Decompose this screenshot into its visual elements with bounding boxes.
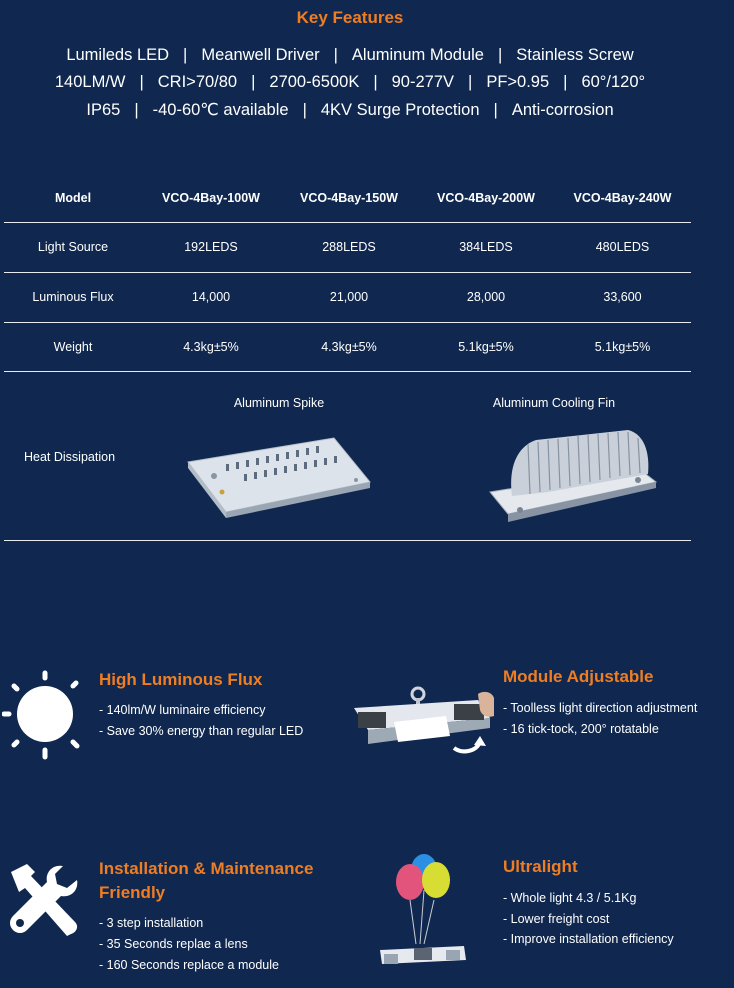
table-cell: 14,000 — [191, 290, 231, 304]
feature-text: Stainless Screw — [516, 46, 634, 64]
table-row: Light Source 192LEDS 288LEDS 384LEDS 480… — [4, 222, 691, 272]
sun-icon — [2, 670, 80, 760]
feature-text: 60°/120° — [581, 73, 646, 91]
features-line-2: 140LM/W|CRI>70/80|2700-6500K|90-277V|PF>… — [54, 73, 646, 91]
features-line-1: Lumileds LED|Meanwell Driver|Aluminum Mo… — [66, 46, 634, 64]
table-cell: 5.1kg±5% — [458, 340, 514, 354]
feature-text: IP65 — [86, 101, 121, 119]
ultralight-item: - Whole light 4.3 / 5.1Kg — [503, 891, 637, 905]
table-cell: 33,600 — [603, 290, 642, 304]
balloons-icon — [380, 854, 466, 964]
high-luminous-flux-title: High Luminous Flux — [99, 670, 263, 689]
install-item: - 3 step installation — [99, 916, 204, 930]
table-cell: 480LEDS — [595, 240, 650, 254]
table-header-row: Model VCO-4Bay-100W VCO-4Bay-150W VCO-4B… — [4, 173, 691, 223]
divider — [4, 371, 691, 372]
divider — [4, 272, 691, 273]
ultralight-item: - Lower freight cost — [503, 912, 610, 926]
feature-text: -40-60℃ available — [152, 101, 289, 119]
module-adjustable-title: Module Adjustable — [503, 667, 654, 686]
feature-text: Anti-corrosion — [511, 101, 614, 119]
table-cell: 28,000 — [466, 290, 506, 304]
row-label: Light Source — [37, 240, 109, 254]
table-cell: 192LEDS — [184, 240, 238, 254]
aluminum-cooling-fin-image — [489, 430, 658, 522]
table-cell: 4.3kg±5% — [321, 340, 377, 354]
header-200w: VCO-4Bay-200W — [437, 191, 535, 205]
aluminum-spike-label: Aluminum Spike — [233, 396, 325, 410]
feature-text: Meanwell Driver — [201, 46, 320, 64]
divider — [4, 322, 691, 323]
installation-maintenance-title-line1: Installation & Maintenance — [99, 859, 314, 878]
header-150w: VCO-4Bay-150W — [300, 191, 398, 205]
header-240w: VCO-4Bay-240W — [573, 191, 672, 205]
divider — [4, 540, 691, 541]
flux-item: - 140lm/W luminaire efficiency — [99, 703, 266, 717]
divider — [4, 222, 691, 223]
features-line-3: IP65|-40-60℃ available|4KV Surge Protect… — [86, 101, 614, 119]
table-row: Weight 4.3kg±5% 4.3kg±5% 5.1kg±5% 5.1kg±… — [4, 322, 691, 372]
feature-text: Lumileds LED — [66, 46, 170, 64]
flux-item: - Save 30% energy than regular LED — [99, 724, 304, 738]
table-cell: 21,000 — [329, 290, 369, 304]
aluminum-cooling-fin-label: Aluminum Cooling Fin — [492, 396, 616, 410]
heat-dissipation-label: Heat Dissipation — [24, 450, 116, 464]
feature-text: 90-277V — [391, 73, 455, 91]
tools-icon — [10, 864, 78, 936]
feature-text: PF>0.95 — [486, 73, 550, 91]
table-cell: 384LEDS — [459, 240, 513, 254]
row-label: Weight — [53, 340, 93, 354]
key-features-title: Key Features — [296, 8, 404, 27]
install-item: - 160 Seconds replace a module — [99, 958, 279, 972]
adjustable-module-photo — [354, 686, 494, 754]
module-item: - Toolless light direction adjustment — [503, 701, 698, 715]
header-100w: VCO-4Bay-100W — [162, 191, 260, 205]
feature-text: 2700-6500K — [269, 73, 360, 91]
install-item: - 35 Seconds replae a lens — [99, 937, 248, 951]
module-item: - 16 tick-tock, 200° rotatable — [503, 722, 659, 736]
installation-maintenance-title-line2: Friendly — [99, 883, 166, 902]
feature-text: Aluminum Module — [351, 46, 484, 64]
table-cell: 5.1kg±5% — [594, 340, 651, 354]
table-cell: 288LEDS — [322, 240, 376, 254]
ultralight-item: - Improve installation efficiency — [503, 932, 674, 946]
feature-text: CRI>70/80 — [157, 73, 238, 91]
aluminum-spike-image — [187, 437, 371, 518]
feature-text: 4KV Surge Protection — [320, 101, 480, 119]
row-label: Luminous Flux — [32, 290, 114, 304]
ultralight-title: Ultralight — [503, 857, 578, 876]
feature-text: 140LM/W — [54, 73, 126, 91]
header-model: Model — [54, 191, 92, 205]
table-row: Luminous Flux 14,000 21,000 28,000 33,60… — [4, 272, 691, 322]
table-cell: 4.3kg±5% — [183, 340, 239, 354]
